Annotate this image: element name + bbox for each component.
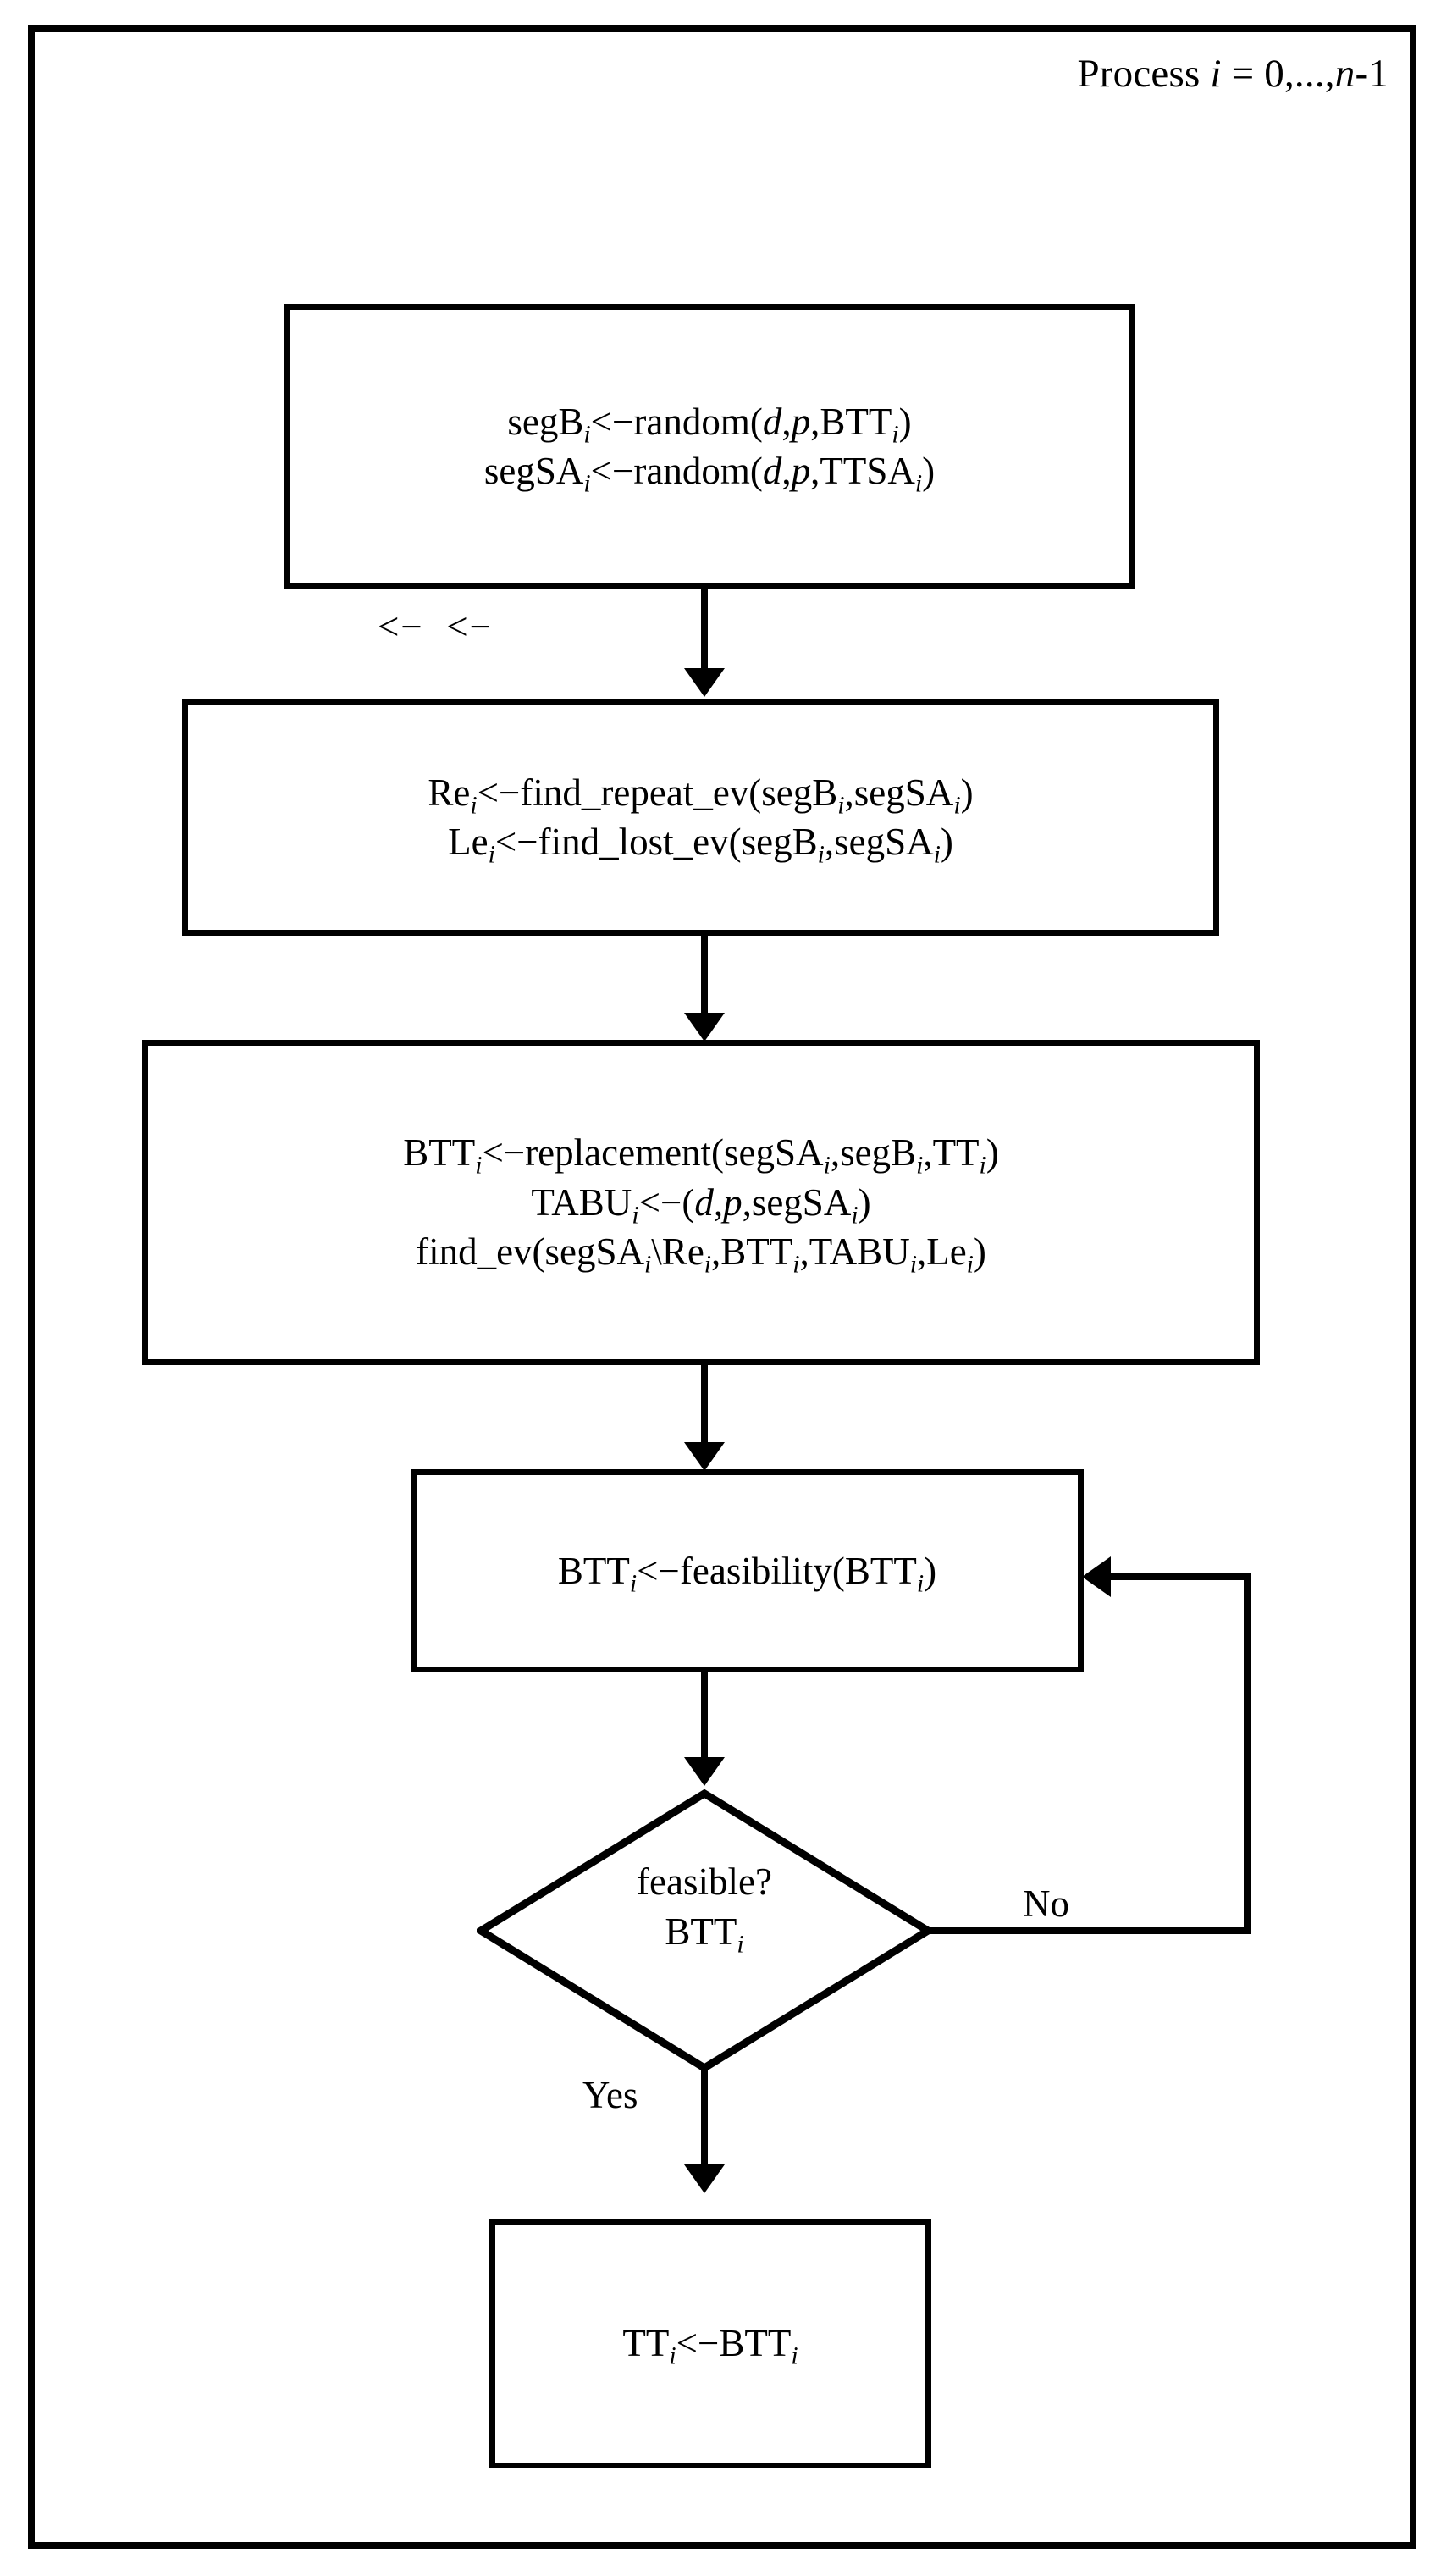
- connector-feasibility-to-decision: [701, 1672, 708, 1761]
- node-assign-tt: TTi<−BTTi: [489, 2219, 931, 2468]
- loop-segment-vertical-right: [1244, 1573, 1251, 1931]
- stray-arrow-glyphs: <− <−: [378, 605, 494, 648]
- arrowhead-feasibility-to-decision: [684, 1757, 725, 1786]
- node-line: segBi<−random(d,p,BTTi): [507, 400, 912, 448]
- edge-label-no: No: [1023, 1882, 1069, 1925]
- process-header: Process i = 0,...,n-1: [1077, 52, 1389, 97]
- edge-label-yes: Yes: [582, 2074, 638, 2116]
- node-decision-feasible: [477, 1789, 932, 2072]
- process-header-prefix: Process: [1077, 52, 1211, 96]
- loop-segment-horizontal-top: [1111, 1573, 1251, 1580]
- node-line: Lei<−find_lost_ev(segBi,segSAi): [448, 821, 953, 869]
- arrowhead-find-to-replacement: [684, 1013, 725, 1042]
- node-line: BTTi<−replacement(segSAi,segBi,TTi): [403, 1131, 999, 1180]
- arrowhead-loop-to-feasibility: [1082, 1556, 1111, 1597]
- arrowhead-replacement-to-feasibility: [684, 1442, 725, 1471]
- connector-replacement-to-feasibility: [701, 1365, 708, 1446]
- connector-find-to-replacement: [701, 936, 708, 1020]
- node-replacement: BTTi<−replacement(segSAi,segBi,TTi)TABUi…: [142, 1040, 1260, 1365]
- node-line: TABUi<−(d,p,segSAi): [531, 1180, 871, 1230]
- node-line: find_ev(segSAi\Rei,BTTi,TABUi,Lei): [416, 1230, 986, 1279]
- process-header-suffix: -1: [1355, 52, 1389, 96]
- arrowhead-init-to-find: [684, 668, 725, 697]
- node-line: segSAi<−random(d,p,TTSAi): [483, 450, 936, 498]
- loop-segment-horizontal-bottom: [928, 1927, 1251, 1934]
- arrowhead-decision-to-assign: [684, 2164, 725, 2193]
- node-line: TTi<−BTTi: [622, 2322, 798, 2370]
- node-init-random: segBi<−random(d,p,BTTi)segSAi<−random(d,…: [284, 304, 1135, 589]
- node-line: Rei<−find_repeat_ev(segBi,segSAi): [428, 771, 974, 819]
- node-line: BTTi<−feasibility(BTTi): [557, 1549, 937, 1598]
- process-header-var-n: n: [1334, 52, 1355, 96]
- node-find-events: Rei<−find_repeat_ev(segBi,segSAi)Lei<−fi…: [182, 699, 1219, 936]
- connector-init-to-find: [701, 589, 708, 670]
- process-header-equals: = 0,...,: [1221, 52, 1335, 96]
- node-feasibility: BTTi<−feasibility(BTTi): [411, 1469, 1084, 1672]
- process-header-var-i: i: [1210, 52, 1222, 96]
- connector-decision-to-assign: [701, 2068, 708, 2168]
